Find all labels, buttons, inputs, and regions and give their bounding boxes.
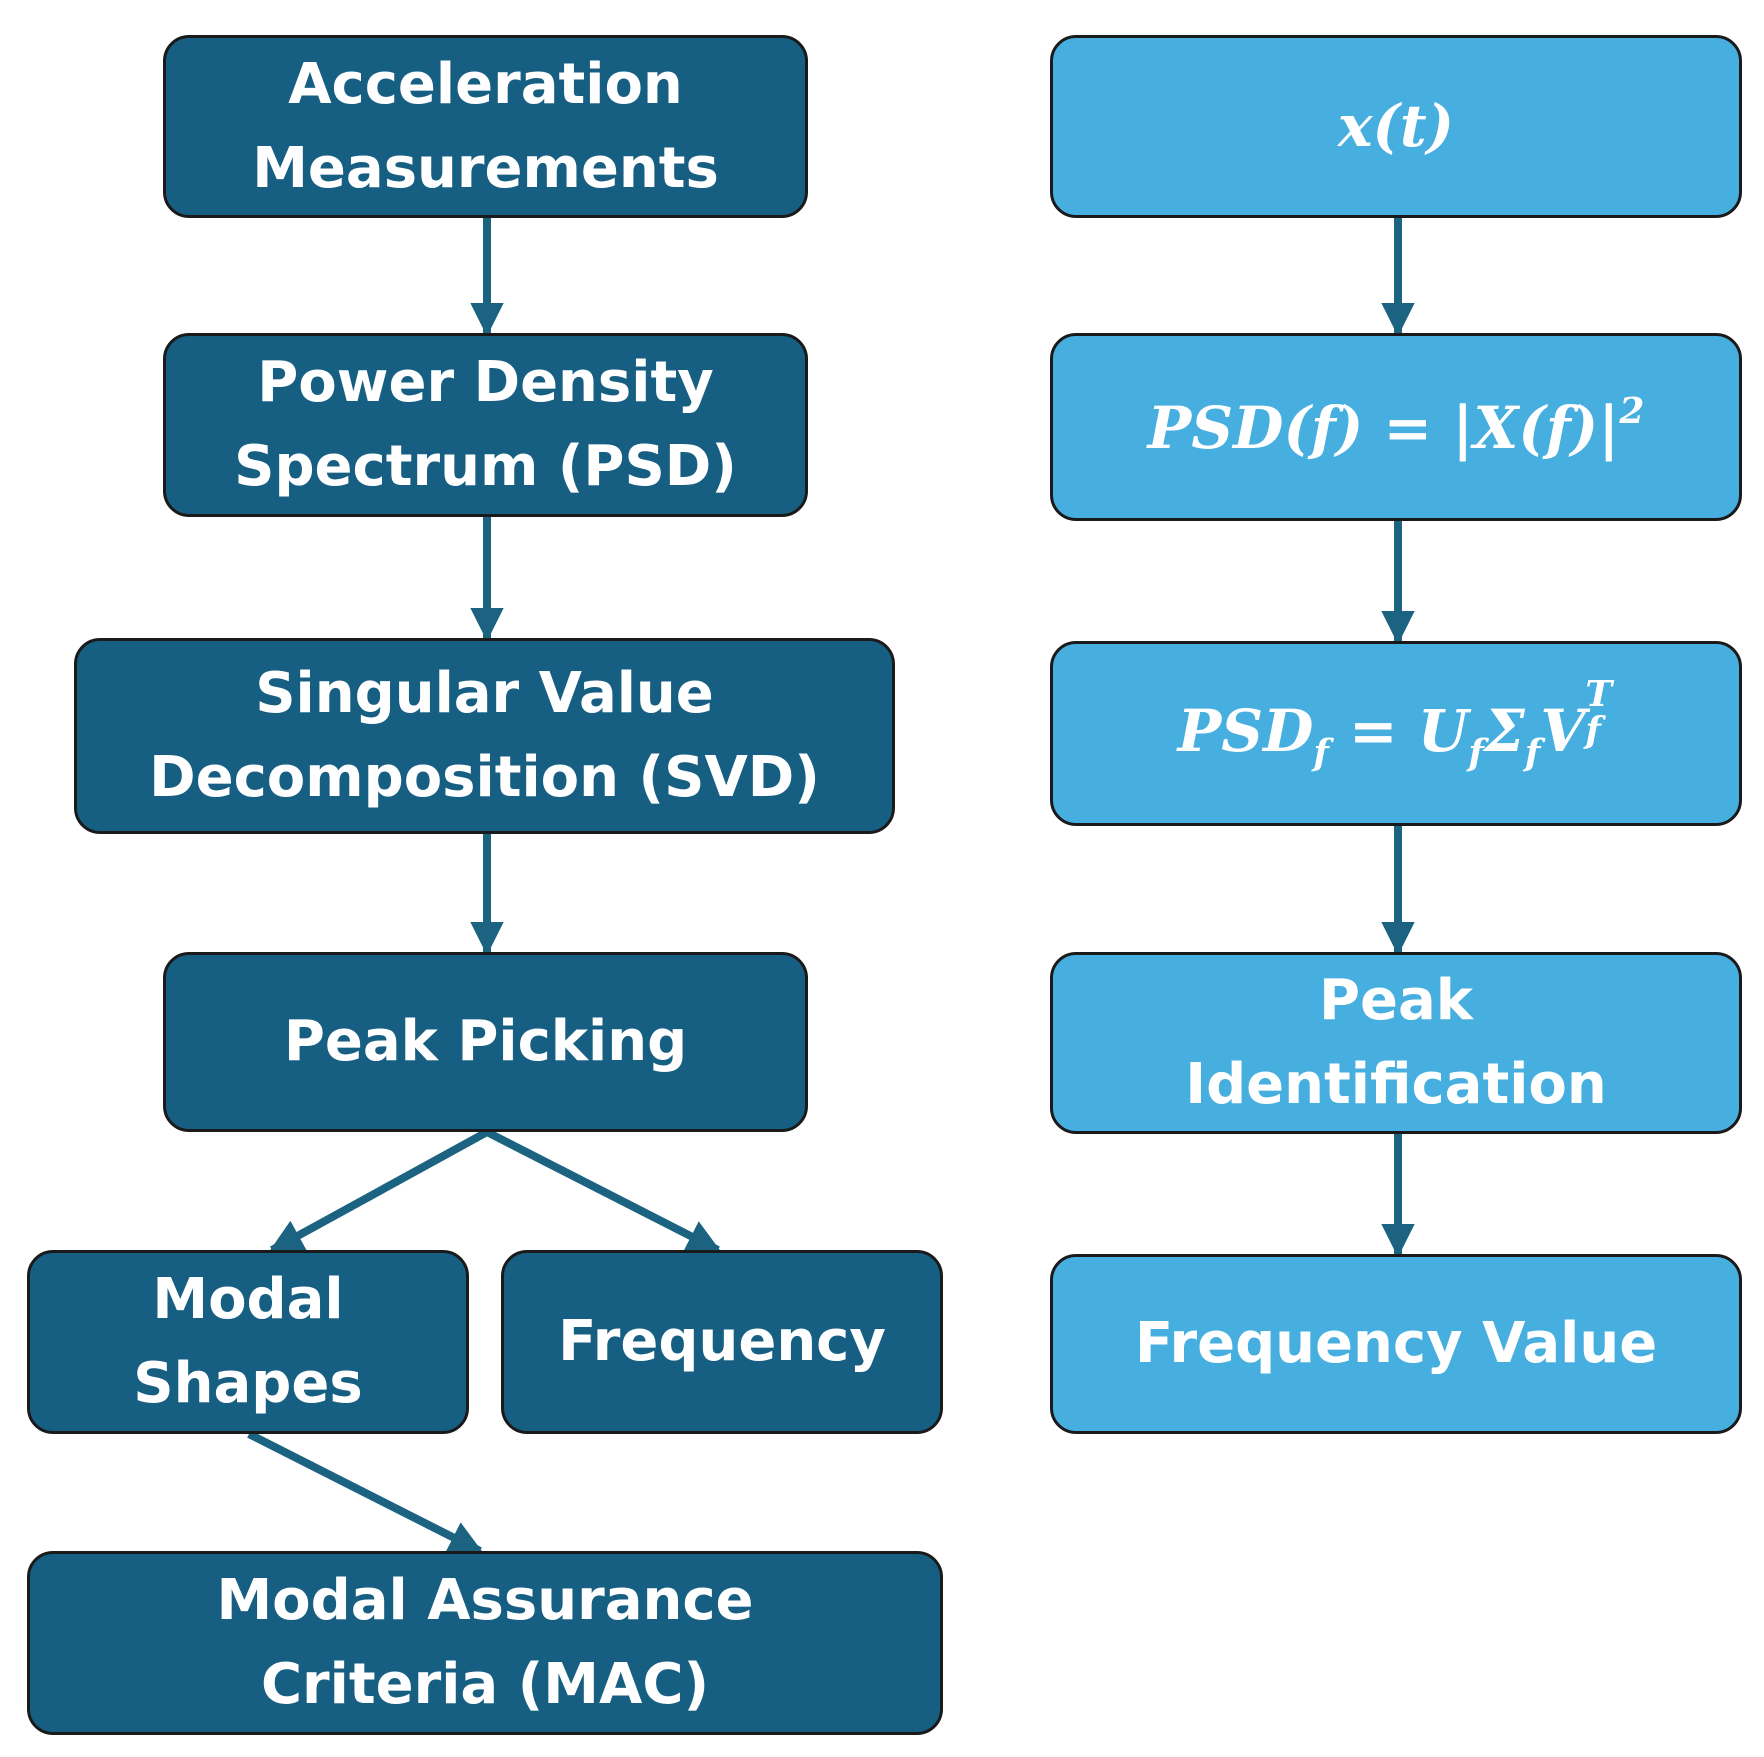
frequency-box: Frequency <box>501 1250 943 1434</box>
psd-label-line2: Spectrum (PSD) <box>234 434 737 499</box>
acceleration-measurements-box: Acceleration Measurements <box>163 35 808 218</box>
svd-formula-sigma-sub: f <box>1524 731 1541 774</box>
psd-formula-exponent: 2 <box>1619 390 1645 433</box>
modal-shapes-label-line2: Shapes <box>133 1351 363 1416</box>
frequency-value-label: Frequency Value <box>1134 1311 1658 1376</box>
psd-formula: PSD(f) = |X(f)|2 <box>1148 390 1645 464</box>
svd-formula-u-sub: f <box>1468 731 1484 774</box>
frequency-value-box: Frequency Value <box>1050 1254 1742 1434</box>
peak-identification-label-line1: Peak <box>1318 968 1474 1033</box>
frequency-label: Frequency <box>558 1309 886 1374</box>
svd-formula-u: = U <box>1328 696 1469 765</box>
peak-identification-box: Peak Identification <box>1050 952 1742 1134</box>
svd-formula-v-sub: f <box>1585 708 1601 751</box>
arrow-peak-picking-to-frequency <box>485 1128 721 1254</box>
modal-assurance-criteria-box: Modal Assurance Criteria (MAC) <box>27 1551 943 1735</box>
arrow-modal-shapes-to-mac <box>247 1430 483 1555</box>
peak-picking-label: Peak Picking <box>283 1009 688 1074</box>
svd-label-line1: Singular Value <box>255 661 714 726</box>
modal-shapes-label-line1: Modal <box>152 1267 344 1332</box>
acceleration-label-line1: Acceleration <box>288 51 683 117</box>
svd-label-line2: Decomposition (SVD) <box>149 745 820 810</box>
psd-formula-box: PSD(f) = |X(f)|2 <box>1050 333 1742 521</box>
acceleration-label-line2: Measurements <box>252 135 719 201</box>
svd-formula-sigma: Σ <box>1483 696 1525 765</box>
svd-formula-psd: PSD <box>1177 696 1314 765</box>
signal-formula: x(t) <box>1337 91 1455 160</box>
peak-identification-label-line2: Identification <box>1185 1052 1607 1117</box>
svd-formula-v: V <box>1540 696 1586 765</box>
modal-shapes-box: Modal Shapes <box>27 1250 469 1434</box>
singular-value-decomposition-box: Singular Value Decomposition (SVD) <box>74 638 895 834</box>
power-density-spectrum-box: Power Density Spectrum (PSD) <box>163 333 808 517</box>
peak-picking-box: Peak Picking <box>163 952 808 1132</box>
mac-label-line1: Modal Assurance <box>216 1568 754 1633</box>
psd-formula-lhs: PSD(f) = |X(f)| <box>1147 394 1620 463</box>
signal-box: x(t) <box>1050 35 1742 218</box>
svd-formula-v-sup: T <box>1585 672 1613 715</box>
mac-label-line2: Criteria (MAC) <box>260 1652 710 1717</box>
svd-formula-psd-sub: f <box>1313 731 1329 774</box>
arrow-peak-picking-to-modal-shapes <box>269 1128 489 1254</box>
psd-label-line1: Power Density <box>257 350 714 415</box>
